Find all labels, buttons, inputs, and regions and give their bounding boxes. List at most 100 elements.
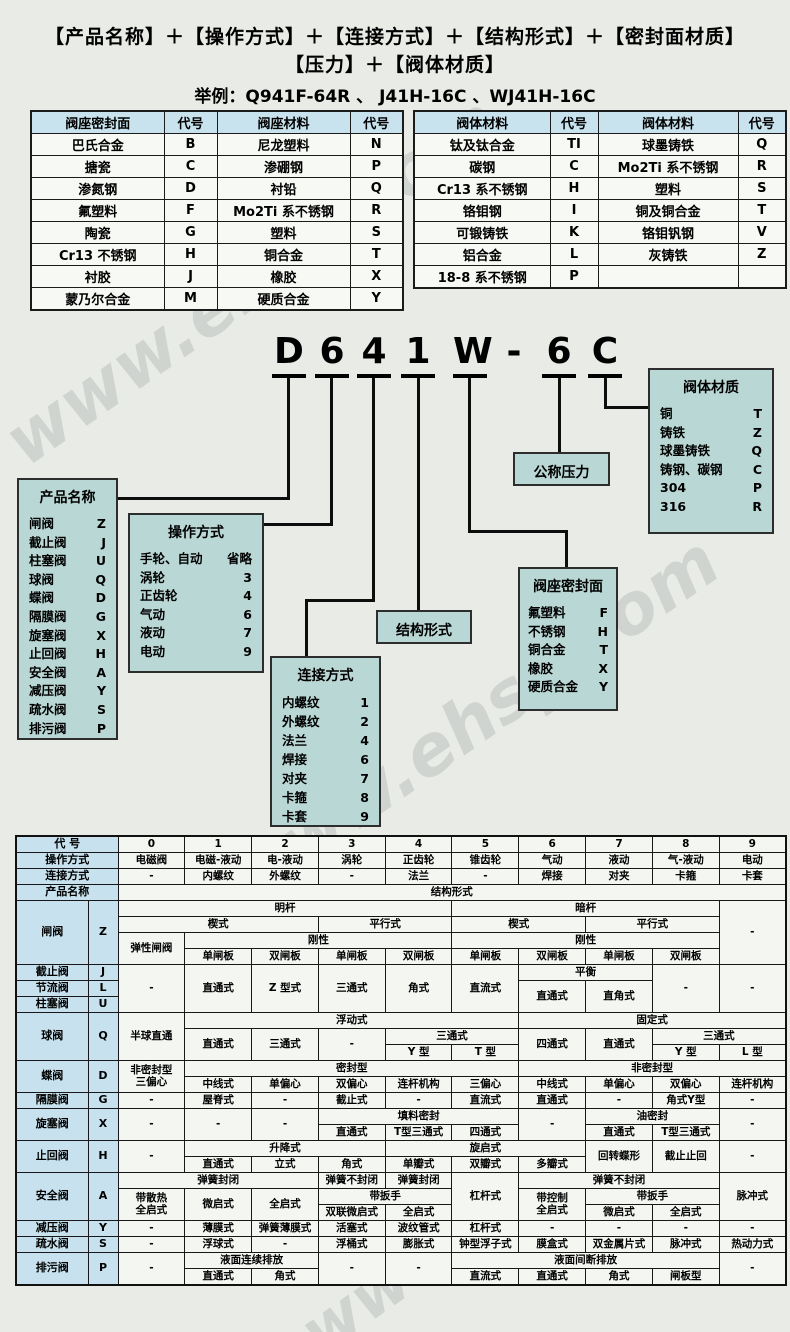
table-cell: 代号 (737, 110, 787, 134)
table-cell: 法兰 (384, 868, 453, 885)
table-cell: 单瓣式 (384, 1156, 453, 1173)
table-cell: U (87, 996, 119, 1013)
table-cell: TI (549, 133, 599, 156)
table-cell: 尼龙塑料 (216, 133, 351, 156)
item-code: 2 (360, 714, 369, 729)
table-cell: 1 (184, 835, 253, 853)
table-cell: 气-液动 (651, 852, 720, 869)
table-cell: 7 (585, 835, 653, 853)
item-code: 9 (360, 809, 369, 824)
table-cell: 刚性 (184, 932, 453, 949)
table-cell: 三偏心 (451, 1076, 520, 1093)
item-code: H (95, 646, 106, 662)
table-cell: L (87, 980, 119, 997)
table-cell: 带扳手 (317, 1188, 453, 1205)
table-cell: 正齿轮 (384, 852, 453, 869)
structure-form-box: 结构形式 (376, 610, 472, 644)
table-cell: 单闸板 (317, 948, 386, 965)
item-code: 4 (243, 588, 252, 604)
table-cell: 三通式 (651, 1028, 787, 1045)
table-cell: - (718, 1220, 787, 1237)
table-cell: 微启式 (184, 1188, 253, 1221)
model-code-char: W (453, 332, 493, 378)
connector-line (468, 530, 568, 533)
item-label: 安全阀 (29, 664, 67, 680)
item-code: Y (96, 683, 106, 699)
model-code-char: D (272, 332, 306, 378)
table-cell: 弹簧不封闭 (518, 1172, 720, 1189)
item-label: 铜 (660, 406, 673, 421)
table-cell: D (87, 1060, 119, 1093)
item-label: 氟塑料 (528, 605, 566, 620)
connector-line (305, 599, 308, 657)
table-cell: 柱塞阀 (15, 996, 89, 1013)
table-cell: 全启式 (251, 1188, 319, 1221)
table-cell: 直通式 (184, 1028, 253, 1061)
table-cell: 三通式 (251, 1028, 319, 1061)
table-cell: X (87, 1108, 119, 1141)
item-label: 疏水阀 (29, 701, 67, 717)
table-cell: 屋脊式 (184, 1092, 253, 1109)
table-cell: - (585, 1220, 653, 1237)
table-cell: 衬铅 (216, 177, 351, 200)
table-cell: H (87, 1140, 119, 1173)
item-label: 止回阀 (29, 646, 67, 662)
table-cell: - (718, 900, 787, 965)
table-cell: C (549, 155, 599, 178)
model-code-char: 6 (315, 332, 349, 378)
table-cell: 直通式 (518, 1268, 587, 1286)
connector-line (117, 497, 290, 500)
table-cell: T型三通式 (651, 1124, 720, 1141)
table-cell: 截止式 (317, 1092, 386, 1109)
table-cell: 热动力式 (718, 1236, 787, 1253)
table-cell: C (163, 155, 218, 178)
model-code-char: C (588, 332, 622, 378)
table-cell: 直通式 (184, 1268, 253, 1286)
table-cell: 氟塑料 (30, 199, 165, 222)
table-cell: 塑料 (597, 177, 739, 200)
table-cell: - (585, 1092, 653, 1109)
table-cell: - (384, 1092, 453, 1109)
item-label: 304 (660, 480, 687, 496)
table-cell: 对夹 (585, 868, 653, 885)
table-cell: H (163, 243, 218, 266)
item-code: 7 (243, 625, 252, 641)
connector-line (330, 378, 333, 526)
table-cell: 角式 (585, 1268, 653, 1286)
item-code: X (96, 627, 106, 643)
formula-line-1: 【产品名称】＋【操作方式】＋【连接方式】＋【结构形式】＋【密封面材质】 (44, 26, 745, 48)
table-cell: 隔膜阀 (15, 1092, 89, 1109)
table-cell: I (549, 199, 599, 222)
table-cell: - (718, 1252, 787, 1286)
table-cell: 外螺纹 (251, 868, 319, 885)
item-label: 液动 (140, 625, 166, 641)
table-cell: 操作方式 (15, 852, 119, 869)
item-code: Q (751, 443, 762, 459)
model-code-char: - (506, 331, 522, 372)
table-cell: - (384, 1252, 453, 1286)
table-cell: 直通式 (518, 1092, 587, 1109)
table-cell: 平行式 (317, 916, 453, 933)
table-cell: 双闸板 (384, 948, 453, 965)
item-label: 橡胶 (528, 660, 554, 676)
table-cell: 三通式 (384, 1028, 520, 1045)
item-label: 球阀 (29, 571, 55, 587)
table-cell: 排污阀 (15, 1252, 89, 1286)
table-cell: 密封型 (184, 1060, 520, 1077)
table-cell: 单闸板 (585, 948, 653, 965)
item-label: 球墨铸铁 (660, 443, 711, 459)
connector-line (262, 523, 333, 526)
table-cell: 楔式 (117, 916, 319, 933)
table-cell: Z (737, 243, 787, 266)
table-cell: F (163, 199, 218, 222)
table-cell: - (117, 1252, 186, 1286)
item-code: H (597, 623, 608, 639)
